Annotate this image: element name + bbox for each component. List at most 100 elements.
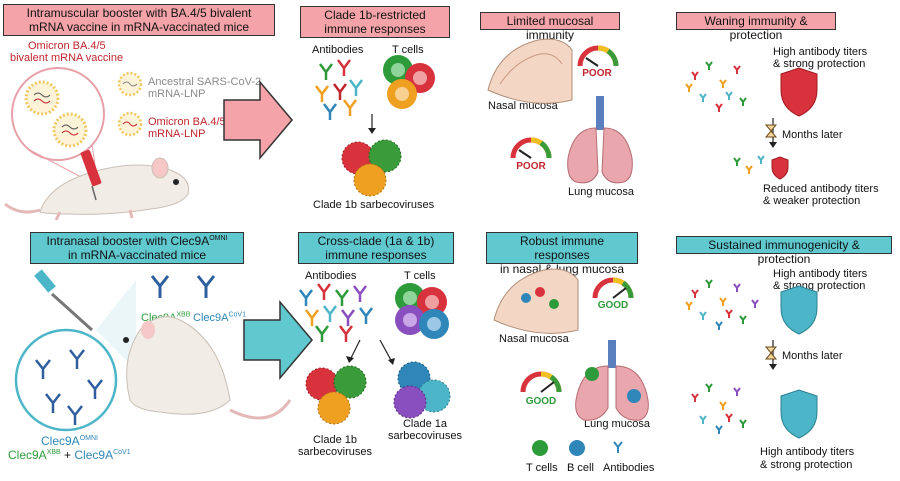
row2-protection-title-text: Sustained immunogenicity & protection: [708, 238, 860, 266]
antibody-cloud: [685, 61, 747, 112]
row2-tcells-label: T cells: [404, 270, 436, 282]
row2-high2-line1: High antibody titers: [760, 446, 855, 458]
row2-clade1b-line1: Clade 1b: [312, 434, 358, 446]
lnp-ancestral-line1: Ancestral SARS-CoV-2: [148, 76, 262, 88]
row2-responses-title-line1: Cross-clade (1a & 1b): [317, 234, 435, 248]
row1-lung-label: Lung mucosa: [568, 186, 635, 198]
shield-icon: [771, 156, 789, 180]
row2-setup-title-line1: Intranasal booster with Clec9AOMNI: [35, 234, 239, 248]
shield-icon: [780, 285, 818, 335]
row2-gauge-lung-label: GOOD: [525, 396, 557, 407]
row1-low-line2: & weaker protection: [763, 195, 861, 207]
row2-nasal-label: Nasal mucosa: [499, 333, 569, 345]
row1-tcells-label: T cells: [392, 44, 424, 56]
nose-icon: [493, 268, 579, 334]
mouse-icon: [4, 157, 190, 221]
row1-protection-title-text: Waning immunity & protection: [704, 14, 808, 42]
b-cell-icon: [569, 440, 585, 456]
virus-cluster-clade1b: [341, 139, 402, 197]
row1-arrow-icon: [223, 79, 293, 161]
row1-setup-title: Intramuscular booster with BA.4/5 bivale…: [3, 4, 275, 36]
lung-icon: [575, 340, 649, 421]
row1-high-line1: High antibody titers: [773, 46, 868, 58]
clec9a-cov1-label: Clec9ACoV1: [193, 311, 246, 324]
t-cell-cluster: [395, 283, 449, 339]
row1-gauge-lung-label: POOR: [516, 161, 546, 172]
row2-arrow-icon: [243, 299, 313, 381]
virus-icon: [393, 385, 427, 419]
row2-responses-title-line2: immune responses: [325, 248, 427, 262]
antibody-magnifier: [14, 328, 118, 432]
virus-cluster-clade1b: [305, 365, 367, 425]
row2-gauge-nasal-label: GOOD: [597, 300, 629, 311]
hourglass-icon: [764, 346, 778, 360]
clec9a-combo-label: Clec9AXBB + Clec9ACoV1: [8, 448, 131, 462]
gauge-icon: [577, 45, 619, 67]
row2-lung-label: Lung mucosa: [584, 418, 651, 430]
antibody-icon: [150, 275, 216, 298]
antibody-cloud: [685, 279, 759, 330]
row1-setup-title-line2: mRNA vaccine in mRNA-vaccinated mice: [28, 20, 250, 34]
antibody-cloud-late: [691, 383, 747, 434]
row2-setup-title: Intranasal booster with Clec9AOMNI in mR…: [30, 232, 244, 264]
row1-mucosal-title-text: Limited mucosal immunity: [506, 14, 594, 42]
clec9a-omni-label: Clec9AOMNI: [41, 434, 98, 448]
row2-protection-title: Sustained immunogenicity & protection: [676, 236, 892, 266]
gauge-icon: [592, 277, 634, 299]
row1-low-line1: Reduced antibody titers: [763, 183, 879, 195]
legend-b-cell-label: B cell: [567, 462, 594, 474]
mouse-icon: [123, 316, 292, 420]
lnp-icon: [24, 80, 60, 116]
row1-months-label: Months later: [782, 129, 843, 141]
hourglass-icon: [764, 124, 778, 138]
antibody-cloud-sparse: [733, 155, 765, 174]
vaccine-label-line2: bivalent mRNA vaccine: [10, 52, 124, 64]
row1-responses-title-line2: immune responses: [324, 22, 426, 36]
virus-icon: [333, 365, 367, 399]
row1-responses-title: Clade 1b-restricted immune responses: [300, 6, 450, 38]
lnp-omicron-line2: mRNA-LNP: [148, 128, 206, 140]
row2-high-line1: High antibody titers: [773, 268, 868, 280]
virus-cluster-clade1a: [393, 361, 451, 419]
antibody-icon: [613, 441, 623, 453]
row2-antibodies-label: Antibodies: [305, 270, 357, 282]
lnp-omicron-line1: Omicron BA.4/5: [148, 116, 226, 128]
nose-icon: [487, 38, 573, 104]
row1-protection-title: Waning immunity & protection: [676, 12, 836, 42]
virus-icon: [368, 139, 402, 173]
row2-months-label: Months later: [782, 350, 843, 362]
lnp-magnifier: [11, 67, 105, 187]
row2-responses-title: Cross-clade (1a & 1b) immune responses: [298, 232, 454, 264]
row1-high-line2: & strong protection: [773, 58, 866, 70]
pipette-icon: [34, 269, 94, 332]
row2-mucosal-title: Robust immune responses in nasal & lung …: [486, 232, 638, 276]
legend-antibodies-label: Antibodies: [603, 462, 655, 474]
shield-icon: [780, 389, 818, 439]
gauge-icon: [510, 137, 552, 159]
legend-icons: [532, 440, 623, 456]
antibody-cluster: [315, 59, 363, 120]
row1-mucosal-title: Limited mucosal immunity: [480, 12, 620, 42]
t-cell-icon: [532, 440, 548, 456]
row2-high2-line2: & strong protection: [760, 459, 853, 471]
row2-setup-title-base: Intranasal booster with Clec9A: [46, 234, 210, 248]
row2-setup-title-line2: in mRNA-vaccinated mice: [67, 248, 207, 262]
row2-mucosal-title-line2: in nasal & lung mucosa: [499, 262, 625, 276]
shield-icon: [780, 67, 818, 117]
row1-antibodies-label: Antibodies: [312, 44, 364, 56]
row2-mucosal-title-line1: Robust immune responses: [519, 234, 605, 262]
gauge-icon: [520, 371, 562, 393]
antibody-cluster: [299, 283, 373, 342]
lnp-ancestral-line2: mRNA-LNP: [148, 88, 206, 100]
row1-gauge-nasal-label: POOR: [582, 68, 612, 79]
vaccine-label-line1: Omicron BA.4/5: [28, 40, 106, 52]
syringe-icon: [80, 149, 102, 201]
t-cell-cluster: [383, 55, 435, 109]
